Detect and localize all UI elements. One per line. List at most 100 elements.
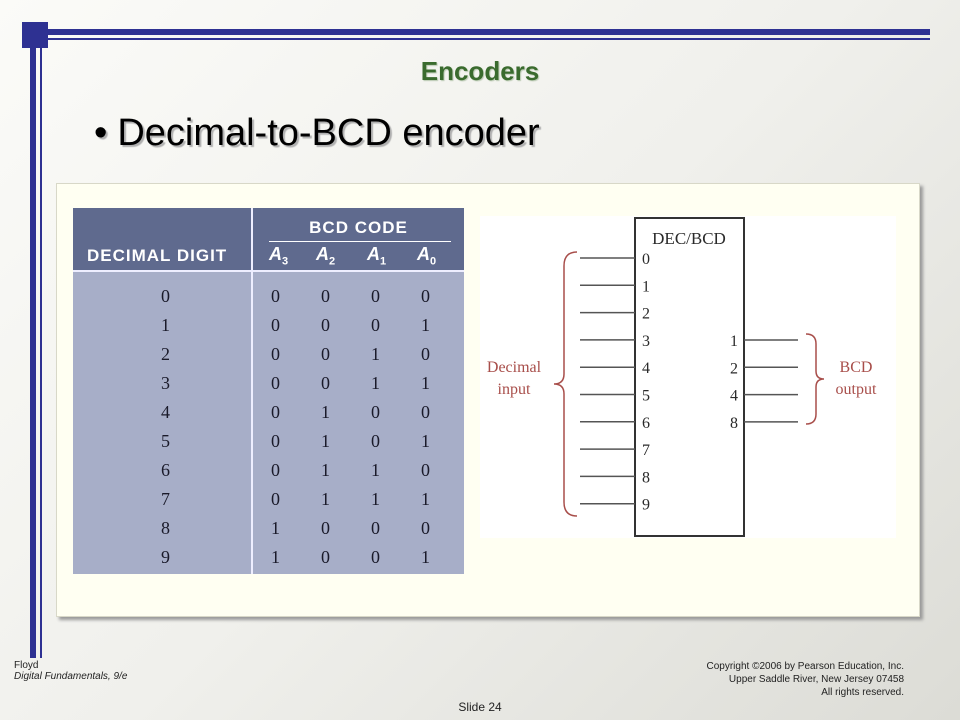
- output-pin-label: 2: [730, 360, 738, 377]
- bullet-text: Decimal-to-BCD encoder: [117, 112, 540, 154]
- table-cell-bit: 0: [321, 373, 330, 393]
- table-cell-bit: 1: [421, 315, 430, 335]
- table-row: 4 0 1 0 0: [73, 397, 464, 426]
- decimal-input-label-1: Decimal: [487, 359, 542, 376]
- col-header-a2: A2: [316, 244, 336, 268]
- input-pin-label: 5: [642, 388, 650, 405]
- decorative-left-line: [30, 48, 36, 658]
- header-divider: [269, 241, 451, 242]
- input-pin-label: 4: [642, 360, 650, 377]
- table-cell-bit: 1: [321, 431, 330, 451]
- table-cell-decimal: 4: [161, 402, 170, 422]
- bcd-output-label-1: BCD: [840, 359, 873, 376]
- table-cell-bit: 1: [371, 344, 380, 364]
- table-cell-bit: 0: [271, 344, 280, 364]
- output-pin-label: 1: [730, 333, 738, 350]
- decimal-digit-header: DECIMAL DIGIT: [87, 246, 228, 265]
- header-separator: [73, 270, 464, 272]
- footer-copyright-2: Upper Saddle River, New Jersey 07458: [728, 674, 904, 685]
- table-cell-bit: 0: [321, 286, 330, 306]
- table-cell-bit: 1: [421, 431, 430, 451]
- table-cell-decimal: 1: [161, 315, 170, 335]
- table-cell-bit: 0: [421, 402, 430, 422]
- table-cell-bit: 0: [371, 286, 380, 306]
- decorative-left-line-thin: [40, 48, 42, 658]
- table-cell-bit: 1: [271, 547, 280, 567]
- table-cell-bit: 0: [321, 547, 330, 567]
- table-row: 6 0 1 1 0: [73, 455, 464, 484]
- table-cell-decimal: 5: [161, 431, 170, 451]
- table-cell-bit: 0: [321, 518, 330, 538]
- table-cell-bit: 1: [421, 373, 430, 393]
- table-row: 5 0 1 0 1: [73, 426, 464, 455]
- table-header: BCD CODE DECIMAL DIGIT A3 A2 A1 A0: [73, 208, 464, 270]
- table-cell-bit: 1: [321, 402, 330, 422]
- footer-right: Copyright ©2006 by Pearson Education, In…: [707, 660, 905, 699]
- table-cell-bit: 0: [271, 286, 280, 306]
- table-cell-bit: 1: [371, 373, 380, 393]
- table-cell-bit: 0: [371, 431, 380, 451]
- col-header-a0: A0: [417, 244, 437, 268]
- table-row: 8 1 0 0 0: [73, 513, 464, 542]
- input-pin-label: 0: [642, 251, 650, 268]
- table-cell-decimal: 6: [161, 460, 170, 480]
- table-cell-bit: 0: [421, 518, 430, 538]
- column-separator: [251, 208, 253, 574]
- table-cell-bit: 1: [371, 460, 380, 480]
- table-cell-decimal: 7: [161, 489, 170, 509]
- table-cell-bit: 0: [371, 547, 380, 567]
- table-cell-bit: 0: [271, 460, 280, 480]
- decorative-top-line-thin: [48, 38, 930, 40]
- slide-number: Slide 24: [458, 700, 502, 714]
- input-pin-label: 1: [642, 278, 650, 295]
- table-cell-bit: 0: [421, 344, 430, 364]
- col-header-a3: A3: [269, 244, 289, 268]
- table-row: 3 0 0 1 1: [73, 368, 464, 397]
- table-row: 9 1 0 0 1: [73, 542, 464, 571]
- slide-title: Encoders: [420, 56, 540, 86]
- output-pin-label: 4: [730, 388, 738, 405]
- table-cell-bit: 0: [271, 402, 280, 422]
- footer-left: Floyd Digital Fundamentals, 9/e: [14, 660, 127, 682]
- table-cell-bit: 0: [271, 489, 280, 509]
- bullet-point: •Decimal-to-BCD encoder: [94, 112, 540, 155]
- decorative-top-line: [48, 29, 930, 35]
- table-cell-bit: 0: [321, 315, 330, 335]
- table-cell-bit: 1: [271, 518, 280, 538]
- table-cell-decimal: 2: [161, 344, 170, 364]
- table-cell-bit: 1: [321, 460, 330, 480]
- decimal-input-label-2: input: [498, 381, 531, 398]
- table-cell-bit: 0: [371, 518, 380, 538]
- input-pin-label: 3: [642, 333, 650, 350]
- output-brace: [805, 333, 825, 425]
- table-cell-decimal: 3: [161, 373, 170, 393]
- bcd-output-label-2: output: [836, 381, 877, 398]
- col-header-a1: A1: [367, 244, 387, 268]
- footer-book: Digital Fundamentals, 9/e: [14, 671, 128, 682]
- bcd-code-header: BCD CODE: [309, 218, 408, 237]
- table-cell-bit: 1: [371, 489, 380, 509]
- output-pin-label: 8: [730, 415, 738, 432]
- table-cell-bit: 0: [421, 460, 430, 480]
- table-cell-bit: 1: [421, 489, 430, 509]
- footer-author: Floyd: [14, 660, 39, 671]
- bullet-dot: •: [94, 112, 108, 154]
- table-cell-bit: 1: [321, 489, 330, 509]
- input-pin-label: 7: [642, 442, 650, 459]
- table-cell-decimal: 8: [161, 518, 170, 538]
- table-cell-bit: 0: [271, 373, 280, 393]
- table-cell-decimal: 9: [161, 547, 170, 567]
- input-pin-label: 6: [642, 415, 650, 432]
- table-cell-bit: 0: [371, 402, 380, 422]
- diagram-svg: DEC/BCD01234567891248DecimalinputBCDoutp…: [487, 217, 877, 537]
- footer-copyright-1: Copyright ©2006 by Pearson Education, In…: [706, 661, 905, 672]
- decorative-square: [22, 22, 48, 48]
- input-brace: [553, 251, 578, 517]
- table-cell-bit: 0: [271, 431, 280, 451]
- input-pin-label: 9: [642, 497, 650, 514]
- table-cell-bit: 1: [421, 547, 430, 567]
